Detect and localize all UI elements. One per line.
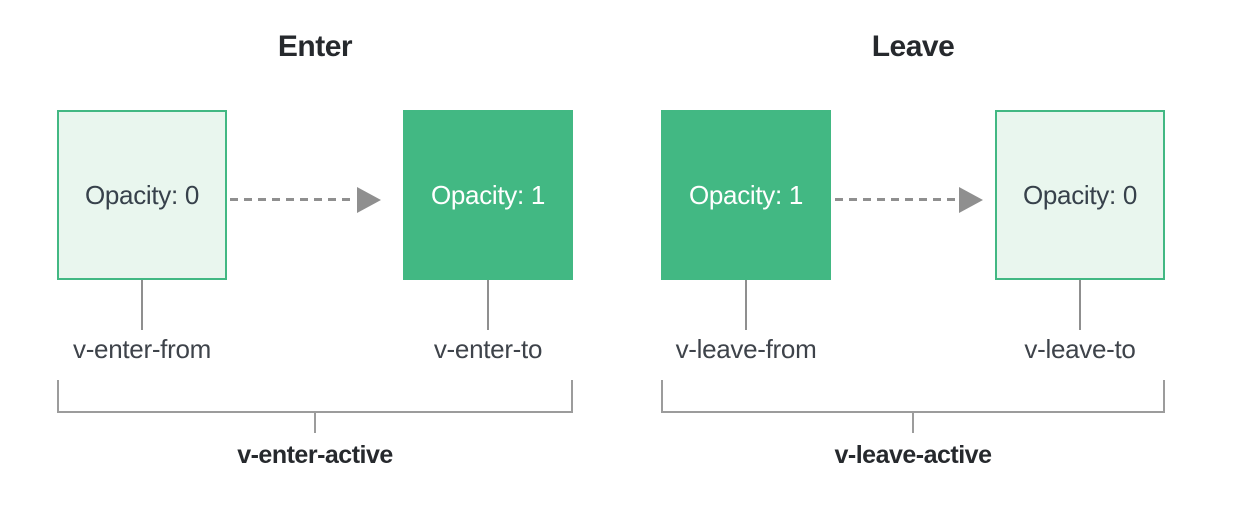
arrow-right-icon xyxy=(357,187,381,213)
enter-to-class-label: v-enter-to xyxy=(433,334,543,364)
leave-from-class-label: v-leave-from xyxy=(675,334,817,364)
leave-phase-group: Leave Opacity: 1 Opacity: 0 v-leave-from… xyxy=(661,30,1165,490)
connector-line xyxy=(487,280,489,330)
leave-transition-dashed-line xyxy=(835,198,960,201)
leave-to-box-label: Opacity: 0 xyxy=(1022,179,1138,210)
arrow-right-icon xyxy=(959,187,983,213)
phase-title-enter: Enter xyxy=(277,30,353,63)
bracket-stem xyxy=(912,413,914,433)
enter-transition-dashed-line xyxy=(230,198,356,201)
leave-from-box-label: Opacity: 1 xyxy=(688,179,804,210)
enter-from-box-label: Opacity: 0 xyxy=(84,179,200,210)
phase-title-leave: Leave xyxy=(871,30,955,63)
enter-active-class-label: v-enter-active xyxy=(237,441,393,469)
enter-to-box-label: Opacity: 1 xyxy=(430,179,546,210)
leave-to-box: Opacity: 0 xyxy=(995,110,1165,280)
enter-from-class-label: v-enter-from xyxy=(73,334,211,364)
connector-line xyxy=(141,280,143,330)
connector-line xyxy=(745,280,747,330)
leave-to-class-label: v-leave-to xyxy=(1024,334,1136,364)
enter-phase-group: Enter Opacity: 0 Opacity: 1 v-enter-from… xyxy=(57,30,573,490)
enter-from-box: Opacity: 0 xyxy=(57,110,227,280)
enter-active-bracket xyxy=(57,380,573,413)
connector-line xyxy=(1079,280,1081,330)
leave-active-bracket xyxy=(661,380,1165,413)
leave-from-box: Opacity: 1 xyxy=(661,110,831,280)
enter-to-box: Opacity: 1 xyxy=(403,110,573,280)
bracket-stem xyxy=(314,413,316,433)
leave-active-class-label: v-leave-active xyxy=(834,441,992,469)
